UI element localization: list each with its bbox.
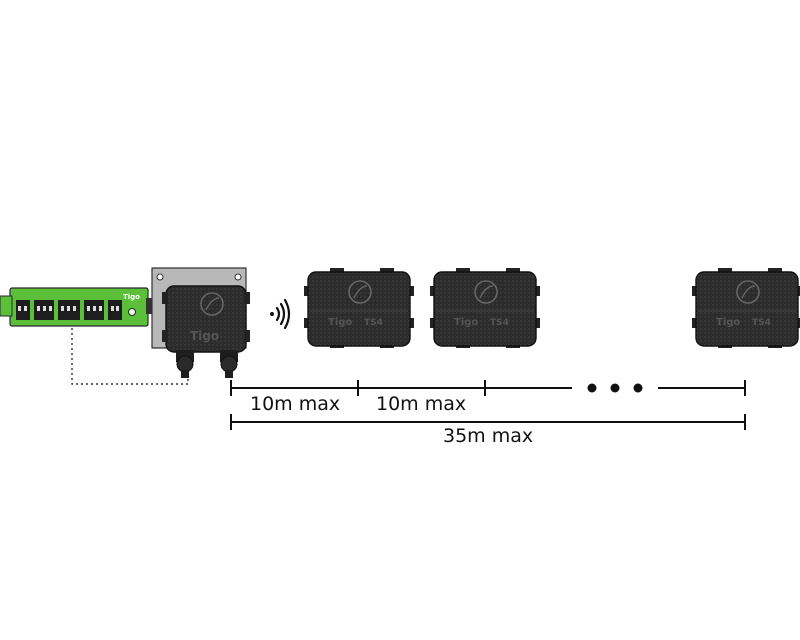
- total-distance-label: 35m max: [443, 425, 534, 447]
- access-point-device: Tigo: [151, 267, 250, 378]
- ellipsis-icon: [587, 383, 643, 393]
- measurement-lines: [230, 380, 746, 430]
- optimizer-brand-label: Tigo: [716, 317, 740, 328]
- leaf-logo-icon: [736, 280, 760, 304]
- optimizer-device: Tigo TS4: [692, 268, 800, 348]
- leaf-logo-icon: [474, 280, 498, 304]
- optimizer-model-label: TS4: [364, 318, 383, 328]
- optimizer-model-label: TS4: [490, 318, 509, 328]
- optimizer-group: Tigo TS4 Tigo TS4 Tigo TS4: [304, 268, 800, 348]
- controller-brand-label: Tigo: [123, 293, 140, 301]
- controller-device: Tigo: [0, 287, 152, 327]
- access-point-brand-label: Tigo: [190, 329, 219, 343]
- leaf-logo-icon: [348, 280, 372, 304]
- segment-1-label: 10m max: [250, 393, 341, 415]
- optimizer-device: Tigo TS4: [304, 268, 414, 348]
- leaf-logo-icon: [200, 292, 224, 316]
- optimizer-brand-label: Tigo: [454, 317, 478, 328]
- optimizer-device: Tigo TS4: [430, 268, 540, 348]
- wireless-signal-icon: [270, 298, 291, 330]
- terminal-blocks: [16, 300, 122, 320]
- segment-2-label: 10m max: [376, 393, 467, 415]
- status-led: [128, 308, 136, 316]
- optimizer-brand-label: Tigo: [328, 317, 352, 328]
- optimizer-model-label: TS4: [752, 318, 771, 328]
